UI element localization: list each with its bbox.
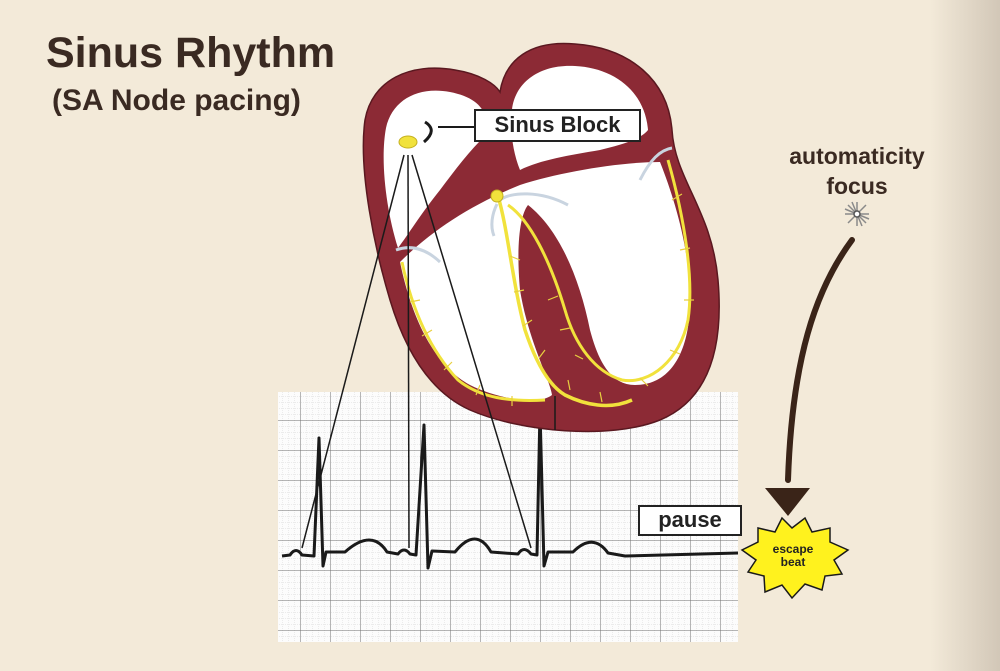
escape-label-line2: beat: [760, 556, 826, 569]
automaticity-label: automaticity: [772, 141, 942, 171]
escape-beat-label: escape beat: [760, 543, 826, 569]
page-subtitle: (SA Node pacing): [52, 86, 301, 116]
automaticity-focus-label: automaticity focus: [772, 141, 942, 201]
focus-label: focus: [772, 171, 942, 201]
sa-node: [399, 136, 417, 148]
av-node: [491, 190, 503, 202]
page-title: Sinus Rhythm: [46, 32, 335, 75]
automaticity-arrow: [788, 240, 852, 480]
sinus-block-label: Sinus Block: [474, 109, 641, 142]
automaticity-focus-star: [845, 202, 869, 226]
pause-label: pause: [638, 505, 742, 536]
automaticity-arrowhead: [765, 488, 810, 516]
